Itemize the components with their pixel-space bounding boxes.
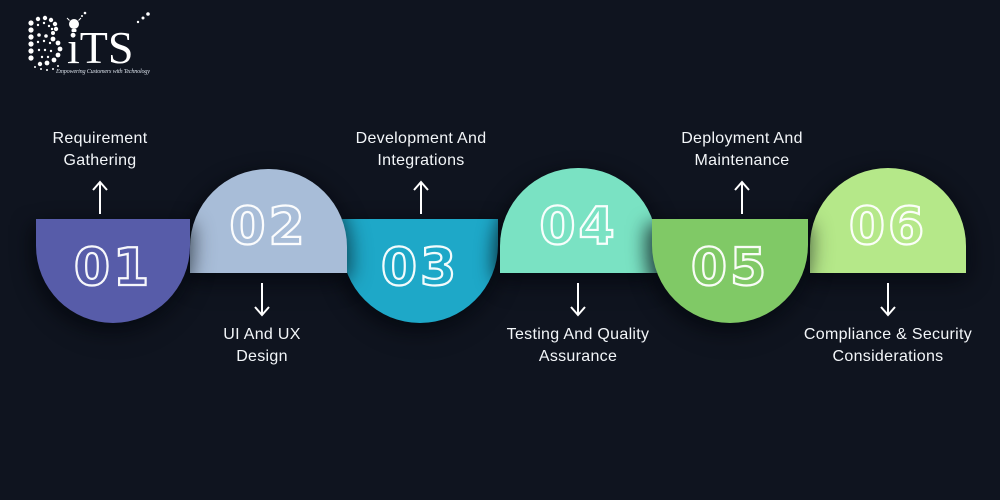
step-3-label-line: Integrations	[377, 152, 465, 169]
step-5-label-line: Deployment And	[681, 130, 803, 147]
dotted-b-icon	[28, 15, 63, 71]
step-6-label-line: Considerations	[832, 348, 944, 365]
step-6-label: Compliance & Security Considerations	[778, 279, 998, 368]
step-2-label: UI And UX Design	[152, 279, 372, 368]
step-6-number: 06	[848, 195, 928, 257]
step-4-label-line: Assurance	[538, 348, 618, 365]
step-2-label-line: UI And UX	[223, 326, 301, 343]
sparkle-dots-icon	[81, 11, 150, 24]
arrow-down-icon	[254, 283, 270, 317]
step-4-label-line: Testing And Quality	[506, 326, 650, 343]
bits-logo: iTS Empowering Customers with Technology	[26, 10, 156, 78]
step-4-label: Testing And Quality Assurance	[468, 279, 688, 368]
arrow-down-icon	[570, 283, 586, 317]
logo-brand-text: iTS	[67, 22, 133, 73]
arrow-up-icon	[413, 180, 429, 214]
step-2-label-line: Design	[236, 348, 288, 365]
step-4-number: 04	[538, 195, 618, 257]
step-2-number: 02	[228, 196, 308, 258]
step-5-number: 05	[690, 237, 770, 299]
step-5-shape: 05	[652, 219, 808, 323]
step-5-label: Deployment And Maintenance	[632, 128, 852, 216]
step-3-label-line: Development And	[355, 130, 487, 147]
arrow-down-icon	[880, 283, 896, 317]
step-1-label-line: Gathering	[63, 152, 137, 169]
step-1-number: 01	[73, 237, 153, 299]
step-3-number: 03	[380, 237, 460, 299]
lightbulb-icon	[66, 17, 82, 32]
arrow-up-icon	[92, 180, 108, 214]
arrow-up-icon	[734, 180, 750, 214]
step-5-label-line: Maintenance	[694, 152, 790, 169]
step-1-label-line: Requirement	[52, 130, 148, 147]
step-1-label: Requirement Gathering	[0, 128, 210, 216]
bits-logo-graphic: iTS Empowering Customers with Technology	[28, 11, 150, 75]
logo-tagline-text: Empowering Customers with Technology	[55, 68, 150, 75]
step-6-label-line: Compliance & Security	[803, 326, 973, 343]
step-3-label: Development And Integrations	[311, 128, 531, 216]
